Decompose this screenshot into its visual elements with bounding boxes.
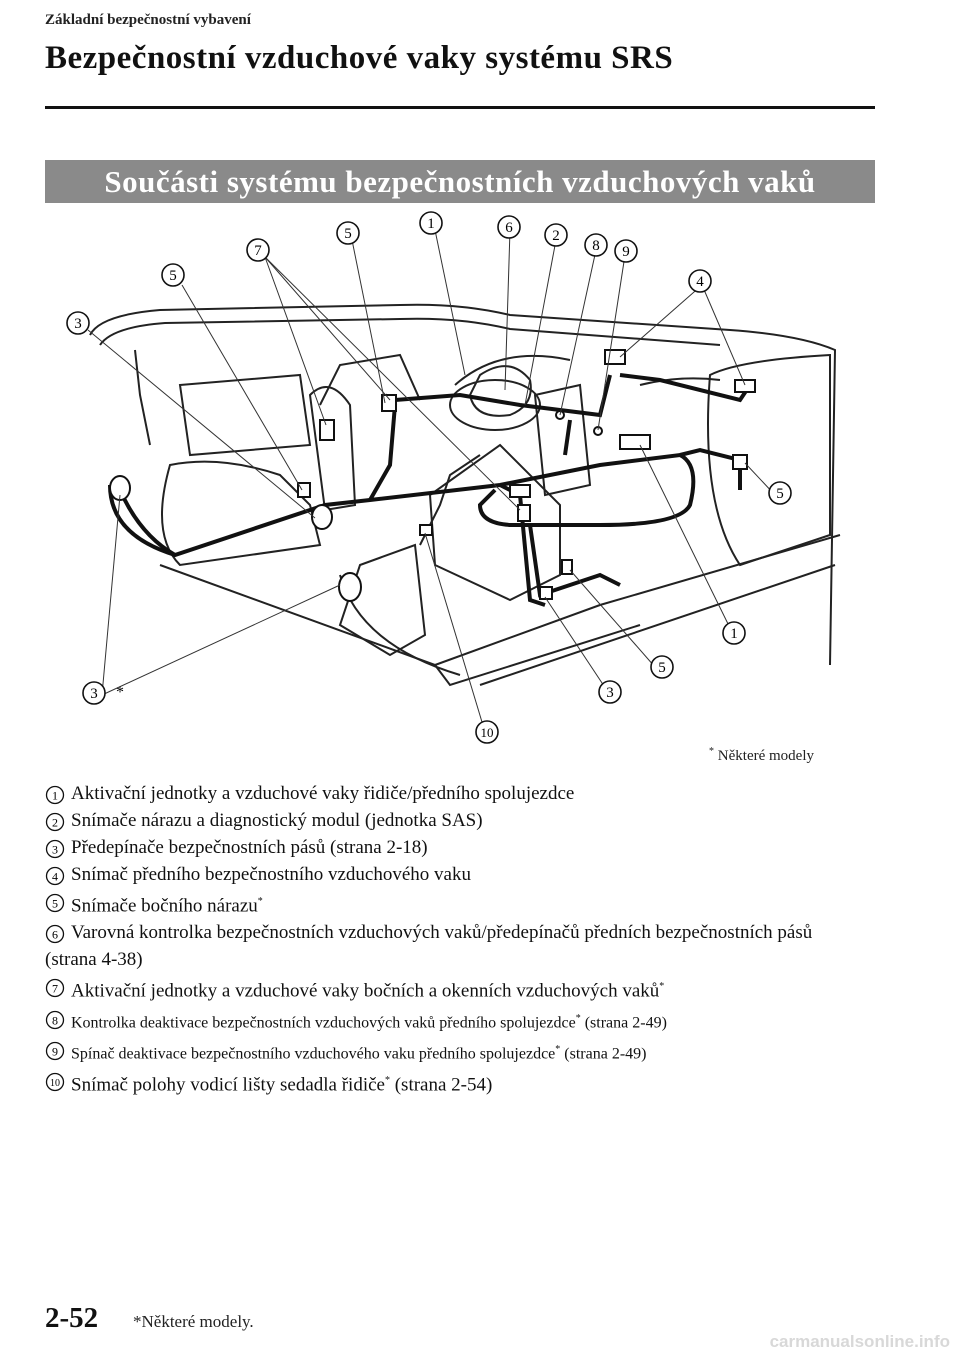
callout-numbers: 3 5 7 5 1 6 2 8 9 4 5 1 5 3 10 3 * [66,211,792,744]
legend-item: 8 Kontrolka deaktivace bezpečnostních vz… [45,1005,865,1036]
watermark: carmanualsonline.info [769,1332,950,1351]
svg-text:5: 5 [52,897,58,911]
svg-text:9: 9 [52,1044,58,1058]
svg-text:7: 7 [52,982,58,996]
callout-3-lower: 3 [82,681,106,705]
svg-text:5: 5 [344,226,352,242]
callout-1-bottom: 1 [722,621,746,645]
svg-text:10: 10 [481,725,494,740]
callout-10: 10 [475,720,499,744]
callout-3-bottom: 3 [598,680,622,704]
number-badge-2: 2 [45,812,65,832]
legend-item: 3 Předepínače bezpečnostních pásů (stran… [45,834,865,861]
svg-text:1: 1 [427,216,435,232]
number-badge-1: 1 [45,785,65,805]
svg-text:7: 7 [254,243,262,259]
callout-7: 7 [246,238,270,262]
legend-item: 4 Snímač předního bezpečnostního vzducho… [45,861,865,888]
number-badge-7: 7 [45,979,65,998]
legend-item: 9 Spínač deaktivace bezpečnostního vzduc… [45,1036,865,1067]
svg-text:3: 3 [74,316,82,332]
svg-text:3: 3 [52,843,58,857]
svg-text:6: 6 [505,220,513,236]
svg-text:2: 2 [552,228,560,244]
svg-text:3: 3 [90,686,98,702]
legend-item: 6 Varovná kontrolka bezpečnostních vzduc… [45,922,813,971]
svg-text:2: 2 [52,816,58,830]
legend-item: 5 Snímače bočního nárazu* [45,888,865,919]
callout-5-left: 5 [161,263,185,287]
number-badge-3: 3 [45,839,65,859]
callout-4: 4 [688,269,712,293]
airbag-components-diagram: 3 5 7 5 1 6 2 8 9 4 5 1 5 3 10 3 * [66,211,841,744]
svg-text:6: 6 [52,928,58,942]
svg-text:5: 5 [169,268,177,284]
component-legend: 1 Aktivační jednotky a vzduchové vaky ři… [45,780,865,1099]
number-badge-5: 5 [45,893,65,913]
svg-text:4: 4 [52,870,58,884]
legend-item: 1 Aktivační jednotky a vzduchové vaky ři… [45,780,865,807]
number-badge-9: 9 [45,1041,65,1061]
component-modules [109,349,756,602]
callout-5-top: 5 [336,221,360,245]
svg-text:8: 8 [592,238,600,254]
wiring-harness [108,373,752,607]
callout-8: 8 [584,233,608,257]
subsection-banner: Součásti systému bezpečnostních vzduchov… [45,160,875,203]
svg-text:1: 1 [730,626,738,642]
svg-text:3: 3 [606,685,614,701]
legend-item: 10 Snímač polohy vodicí lišty sedadla ři… [45,1067,865,1098]
callout-9: 9 [614,239,638,263]
svg-text:10: 10 [50,1078,60,1089]
footer-note: *Některé modely. [133,1312,254,1331]
svg-text:5: 5 [658,660,666,676]
callout-6: 6 [497,215,521,239]
callout-leader-lines [87,229,776,733]
legend-item: 7 Aktivační jednotky a vzduchové vaky bo… [45,973,865,1004]
svg-text:5: 5 [776,486,784,502]
page-title: Bezpečnostní vzduchové vaky systému SRS [45,40,674,76]
svg-text:1: 1 [52,789,58,803]
number-badge-6: 6 [45,925,65,944]
svg-text:9: 9 [622,244,630,260]
page-number: 2-52 [45,1302,99,1334]
legend-item: 2 Snímače nárazu a diagnostický modul (j… [45,807,865,834]
title-rule [45,106,875,109]
number-badge-8: 8 [45,1010,65,1029]
number-badge-4: 4 [45,866,65,886]
svg-text:8: 8 [52,1013,58,1027]
section-heading: Základní bezpečnostní vybavení [45,12,251,28]
svg-text:4: 4 [696,274,704,290]
callout-3-upper: 3 [66,311,90,335]
callout-2: 2 [544,223,568,247]
callout-1-top: 1 [419,211,443,235]
callout-5-right: 5 [768,481,792,505]
callout-asterisk: * [116,684,124,701]
callout-5-bottom: 5 [650,655,674,679]
number-badge-10: 10 [45,1073,65,1092]
diagram-footnote: * Některé modely [709,746,814,764]
